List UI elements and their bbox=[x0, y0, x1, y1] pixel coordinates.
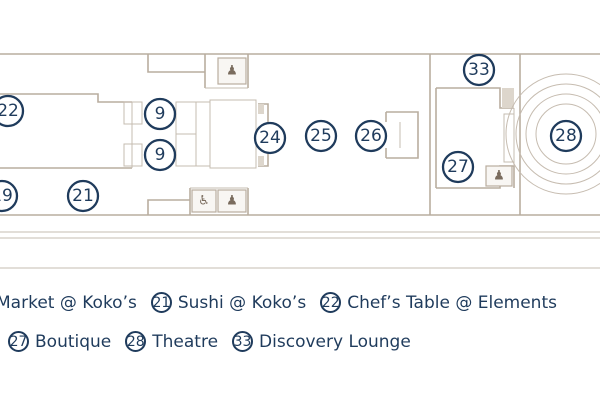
legend-label: Boutique bbox=[35, 331, 112, 352]
legend-item-theatre: 28 Theatre bbox=[125, 331, 218, 352]
hull-outline bbox=[0, 53, 600, 269]
restroom-bottom: ♿ ♟ bbox=[191, 189, 247, 213]
legend-label: Market @ Koko’s bbox=[0, 292, 137, 313]
restroom-right: ♟ bbox=[485, 165, 513, 187]
legend-row-2: 27 Boutique 28 Theatre 33 Discovery Loun… bbox=[8, 331, 425, 352]
legend-label: Theatre bbox=[152, 331, 219, 352]
marker-number: 9 bbox=[155, 145, 166, 165]
legend-item-sushi: 21 Sushi @ Koko’s bbox=[150, 292, 307, 313]
legend-number: 21 bbox=[150, 292, 172, 313]
marker-24[interactable]: 24 bbox=[253, 121, 287, 155]
legend-number: 27 bbox=[8, 331, 29, 352]
marker-number: 25 bbox=[310, 126, 332, 146]
legend-label: Discovery Lounge bbox=[259, 331, 411, 352]
marker-number: 24 bbox=[259, 128, 281, 148]
right-rooms-walls bbox=[429, 54, 600, 215]
marker-number: 19 bbox=[0, 186, 13, 206]
marker-number: 22 bbox=[0, 101, 19, 121]
legend-item-chefs-table: 22 Chef’s Table @ Elements bbox=[320, 292, 557, 313]
marker-21[interactable]: 21 bbox=[66, 179, 100, 213]
legend-number: 28 bbox=[125, 331, 147, 352]
marker-number: 27 bbox=[447, 157, 469, 177]
marker-number: 28 bbox=[555, 126, 577, 146]
restroom-person-icon: ♟ bbox=[226, 194, 238, 209]
legend-item-market: Market @ Koko’s bbox=[0, 293, 137, 313]
marker-25[interactable]: 25 bbox=[304, 119, 338, 153]
marker-9-bottom[interactable]: 9 bbox=[143, 138, 177, 172]
marker-number: 9 bbox=[155, 104, 166, 124]
marker-number: 33 bbox=[468, 60, 490, 80]
restroom-person-icon: ♟ bbox=[493, 169, 505, 184]
legend-item-boutique: 27 Boutique bbox=[8, 331, 111, 352]
restroom-top: ♟ bbox=[217, 57, 247, 85]
marker-33[interactable]: 33 bbox=[462, 53, 496, 87]
legend-row-1: Market @ Koko’s 21 Sushi @ Koko’s 22 Che… bbox=[0, 292, 571, 313]
legend-item-discovery-lounge: 33 Discovery Lounge bbox=[232, 331, 411, 352]
marker-22-left[interactable]: 22 bbox=[0, 94, 25, 128]
deck-plan-map: ♟ ♿ ♟ ♟ 22 9 9 19 21 24 25 26 bbox=[0, 53, 600, 269]
marker-27[interactable]: 27 bbox=[441, 150, 475, 184]
marker-number: 26 bbox=[360, 126, 382, 146]
marker-28[interactable]: 28 bbox=[549, 119, 583, 153]
marker-26[interactable]: 26 bbox=[354, 119, 388, 153]
bar-structure bbox=[385, 111, 419, 159]
legend-label: Chef’s Table @ Elements bbox=[347, 292, 557, 313]
restroom-person-icon: ♟ bbox=[226, 64, 238, 79]
marker-19-left[interactable]: 19 bbox=[0, 179, 19, 213]
legend-label: Sushi @ Koko’s bbox=[177, 292, 307, 313]
marker-9-top[interactable]: 9 bbox=[143, 97, 177, 131]
legend-number: 22 bbox=[320, 292, 342, 313]
legend-number: 33 bbox=[232, 331, 254, 352]
marker-number: 21 bbox=[72, 186, 94, 206]
accessible-icon: ♿ bbox=[198, 194, 210, 209]
